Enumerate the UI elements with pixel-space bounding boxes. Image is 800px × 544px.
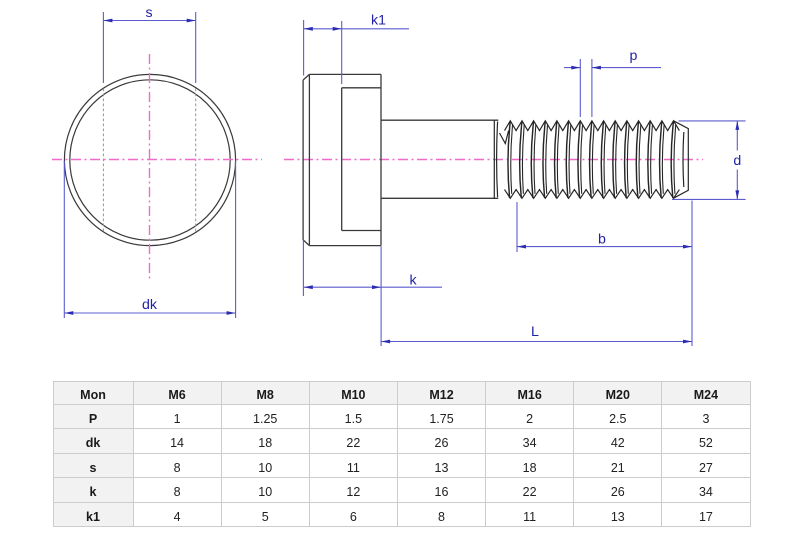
svg-text:k: k xyxy=(409,273,417,289)
svg-text:p: p xyxy=(630,48,638,64)
svg-text:L: L xyxy=(531,324,539,340)
svg-text:d: d xyxy=(733,153,741,169)
svg-text:s: s xyxy=(145,5,152,21)
svg-text:k1: k1 xyxy=(371,13,386,29)
svg-text:b: b xyxy=(598,232,606,248)
svg-text:dk: dk xyxy=(142,297,158,313)
